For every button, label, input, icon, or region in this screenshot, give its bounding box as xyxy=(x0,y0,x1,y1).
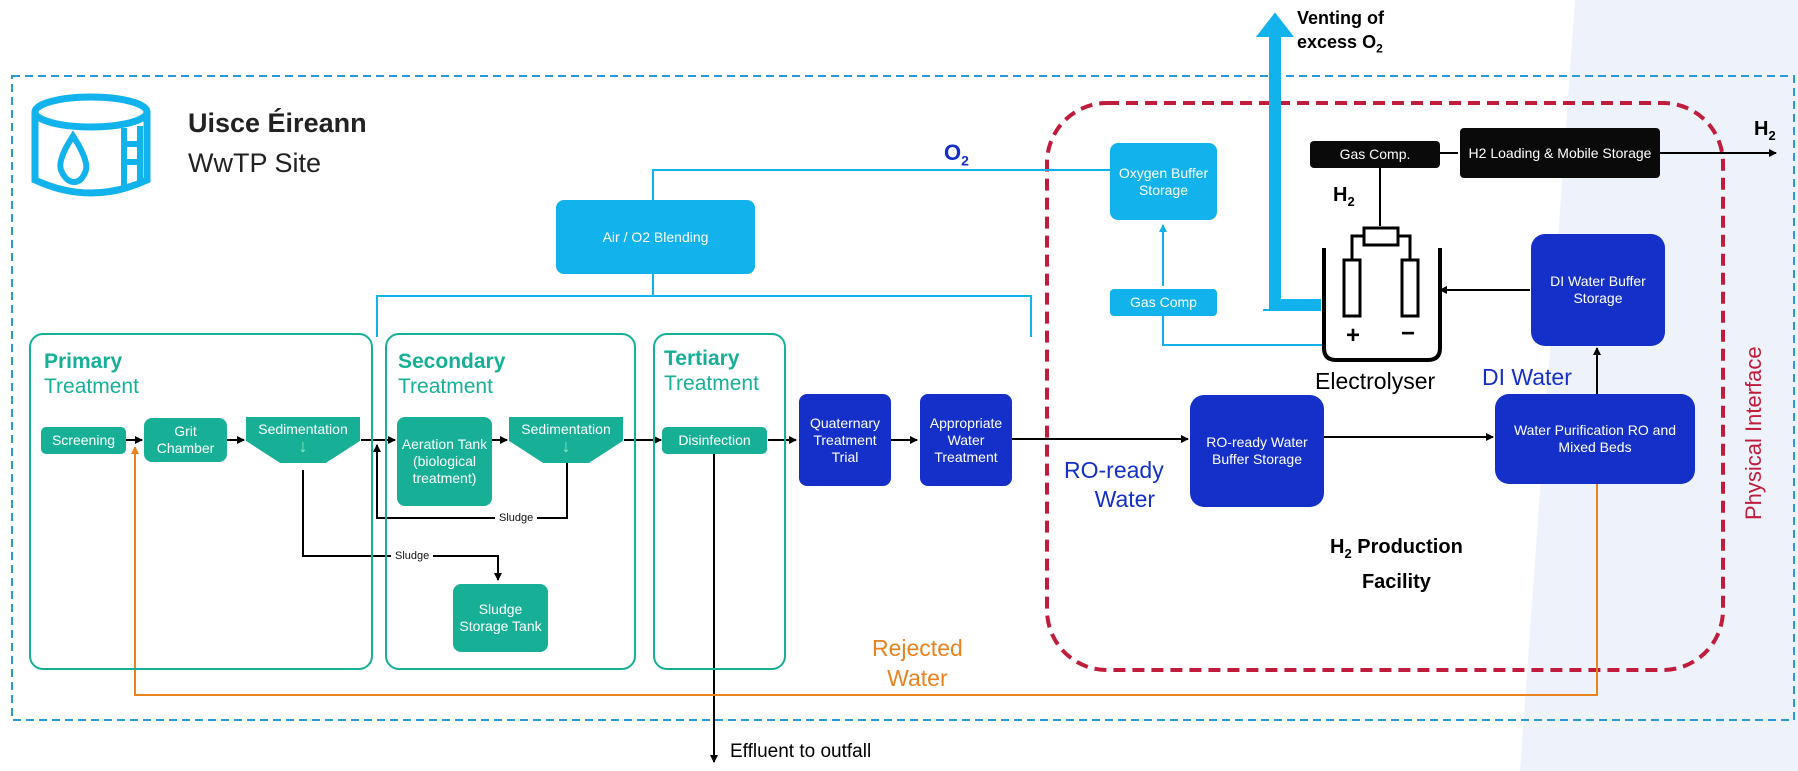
h2-facility-h-sub: 2 xyxy=(1344,546,1352,561)
electrolyser-icon xyxy=(1322,226,1442,362)
h2-label: H2 xyxy=(1333,184,1355,209)
h2-facility-title-line1: H2 Production xyxy=(1330,533,1463,568)
blend-line xyxy=(376,295,1032,337)
primary-stage-title: Primary Treatment xyxy=(44,349,139,399)
ro-ready-line1: RO-ready xyxy=(1064,457,1164,483)
sludge-tag-secondary: Sludge xyxy=(495,511,538,525)
effluent-label: Effluent to outfall xyxy=(730,741,872,762)
di-water-label: DI Water xyxy=(1482,364,1572,390)
h2-label-main: H xyxy=(1333,184,1348,206)
secondary-sedimentation-label: Sedimentation xyxy=(521,421,611,437)
air-o2-blending-box: Air / O2 Blending xyxy=(556,200,755,274)
h2-output-sub: 2 xyxy=(1768,128,1776,143)
down-arrow-icon: ↓ xyxy=(561,436,571,456)
electrolyser-label: Electrolyser xyxy=(1315,368,1436,394)
venting-label: Venting of excess O2 xyxy=(1297,6,1384,61)
primary-sedimentation-label: Sedimentation xyxy=(258,421,348,437)
tertiary-stage-title: Tertiary Treatment xyxy=(664,346,759,396)
electrolyser-minus: − xyxy=(1401,320,1416,347)
water-purification-box: Water Purification RO and Mixed Beds xyxy=(1495,394,1695,484)
site-subtitle: WwTP Site xyxy=(188,148,322,178)
h2-facility-production: Production xyxy=(1351,536,1463,558)
physical-interface-label: Physical Interface xyxy=(1741,346,1766,520)
electrolyser-plus: + xyxy=(1346,322,1361,349)
ro-ready-water-label: RO-ready Water xyxy=(1064,456,1164,514)
secondary-stage-title: Secondary Treatment xyxy=(398,349,505,399)
ro-buffer-box: RO-ready Water Buffer Storage xyxy=(1190,395,1324,507)
electrolyser-o2-line xyxy=(1162,316,1322,346)
primary-stage-bold: Primary xyxy=(44,350,123,373)
tertiary-stage-frame xyxy=(653,333,786,670)
h2-output-label: H2 xyxy=(1754,118,1776,143)
h2-facility-h: H xyxy=(1330,536,1345,558)
secondary-stage-bold: Secondary xyxy=(398,350,506,373)
o2-label-sub: 2 xyxy=(961,152,969,169)
secondary-stage-frame xyxy=(385,333,636,670)
site-title: Uisce Éireann xyxy=(188,108,367,138)
h2-output-main: H xyxy=(1754,118,1769,140)
venting-arrow xyxy=(1255,12,1321,311)
h2-loading-box: H2 Loading & Mobile Storage xyxy=(1460,128,1660,178)
h2-label-sub: 2 xyxy=(1347,194,1355,209)
o2-line xyxy=(652,169,1110,201)
gas-comp-o2-box: Gas Comp xyxy=(1110,289,1217,316)
water-tank-icon xyxy=(31,93,151,197)
quaternary-trial-box: Quaternary Treatment Trial xyxy=(799,394,891,486)
h2-facility-boundary xyxy=(1045,101,1725,672)
sludge-return-line xyxy=(373,444,568,519)
disinfection-box: Disinfection xyxy=(662,427,767,454)
venting-line2-wrap: excess O2 xyxy=(1297,30,1384,61)
o2-label-main: O xyxy=(944,140,962,165)
sludge-storage-box: Sludge Storage Tank xyxy=(453,584,548,652)
h2-facility-title-line2: Facility xyxy=(1361,571,1431,593)
rejected-water-line xyxy=(131,446,1598,696)
primary-stage-normal: Treatment xyxy=(44,375,139,398)
grit-chamber-box: Grit Chamber xyxy=(144,418,227,462)
tertiary-stage-normal: Treatment xyxy=(664,372,759,395)
rejected-line1: Rejected xyxy=(872,635,963,661)
primary-stage-frame xyxy=(29,333,373,670)
oxygen-buffer-box: Oxygen Buffer Storage xyxy=(1110,143,1217,220)
h2-facility-title: H2 Production Facility xyxy=(1330,533,1463,596)
screening-box: Screening xyxy=(41,427,126,454)
di-buffer-box: DI Water Buffer Storage xyxy=(1531,234,1665,346)
aeration-tank-box: Aeration Tank (biological treatment) xyxy=(397,417,492,506)
venting-sub: 2 xyxy=(1376,41,1383,56)
rejected-water-label: Rejected Water xyxy=(872,633,963,693)
sludge-tag-primary: Sludge xyxy=(391,549,434,563)
down-arrow-icon: ↓ xyxy=(298,436,308,456)
tertiary-stage-bold: Tertiary xyxy=(664,347,740,370)
appropriate-water-box: Appropriate Water Treatment xyxy=(920,394,1012,486)
venting-line1: Venting of xyxy=(1297,8,1384,28)
o2-label: O2 xyxy=(944,140,969,168)
secondary-sedimentation-box: Sedimentation ↓ xyxy=(509,417,623,463)
venting-line2: excess O xyxy=(1297,32,1377,52)
rejected-line2: Water xyxy=(887,665,948,691)
gas-comp-h2-box: Gas Comp. xyxy=(1310,141,1440,168)
secondary-stage-normal: Treatment xyxy=(398,375,493,398)
site-boundary xyxy=(11,75,1795,721)
ro-ready-line2: Water xyxy=(1094,486,1156,512)
